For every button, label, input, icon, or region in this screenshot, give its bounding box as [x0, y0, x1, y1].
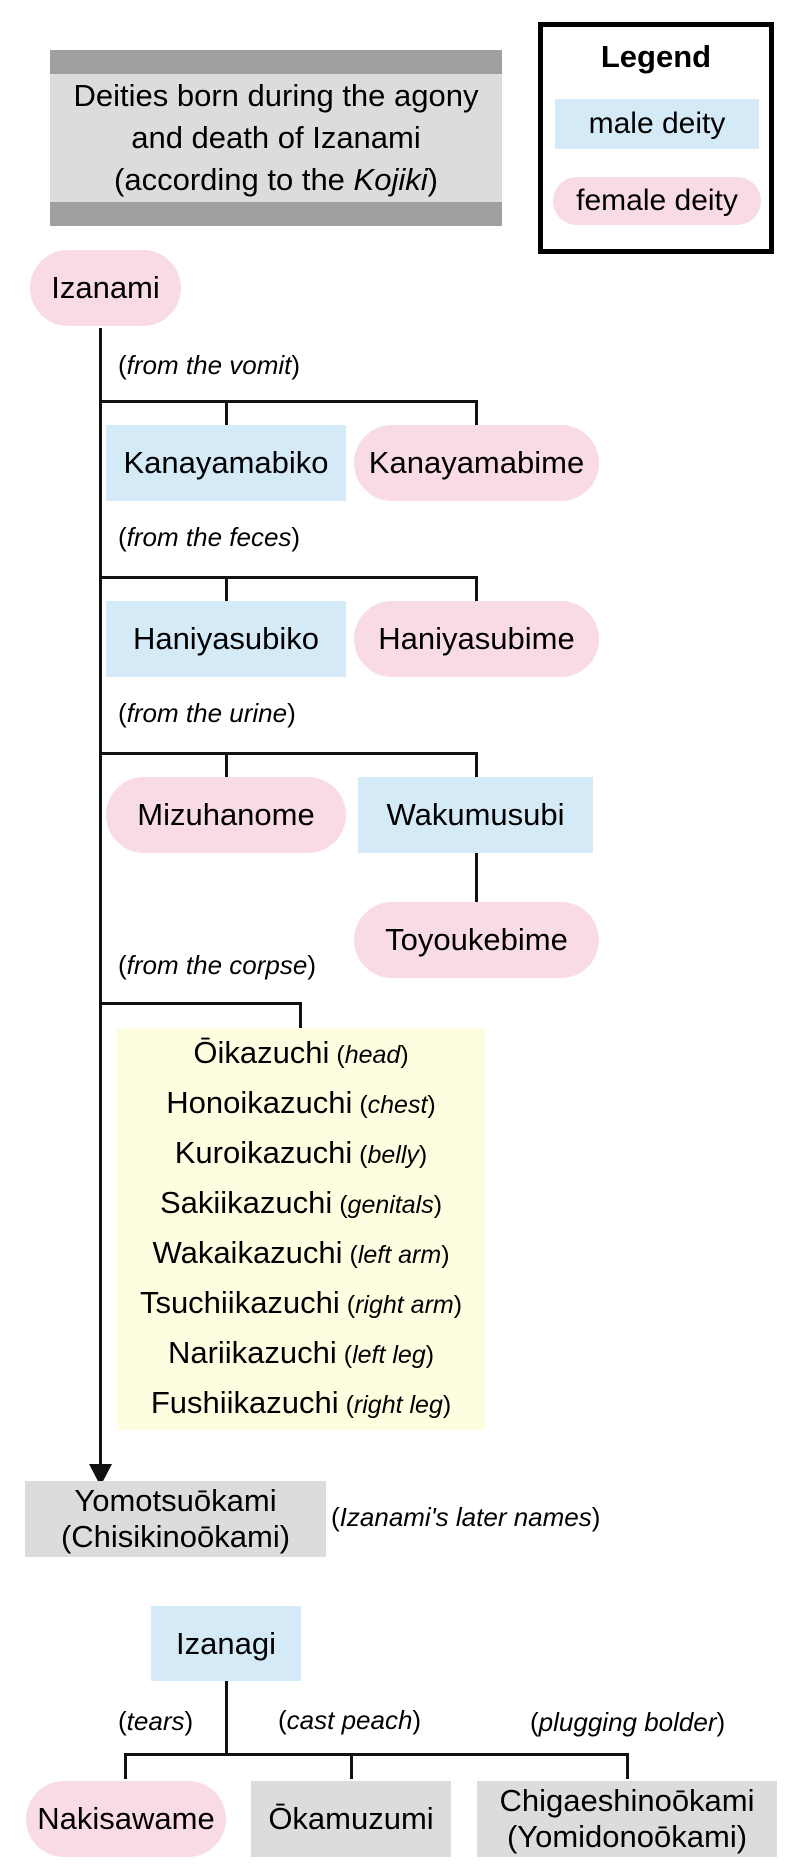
legend-title: Legend [600, 39, 712, 74]
node-toyoukebime: Toyoukebime [354, 902, 599, 978]
thunder-god-row: Tsuchiikazuchi (right arm) [139, 1285, 463, 1320]
title-line-1: Deities born during the agony [73, 78, 479, 113]
urine-branch-line [99, 752, 478, 755]
node-kanayamabiko: Kanayamabiko [106, 425, 346, 501]
note-cast-peach: (cast peach) [278, 1705, 422, 1735]
node-okamuzumi: Ōkamuzumi [251, 1781, 451, 1857]
node-izanami: Izanami [30, 250, 181, 326]
node-wakumusubi: Wakumusubi [358, 777, 593, 853]
vomit-drop-left [225, 400, 228, 425]
note-tears: (tears) [118, 1706, 194, 1736]
corpse-drop [299, 1002, 302, 1028]
note-izanami-later-names: (Izanami's later names) [331, 1502, 601, 1532]
note-from-feces: (from the feces) [118, 522, 301, 552]
izanagi-drop-right [626, 1753, 629, 1779]
thunder-gods-box: Ōikazuchi (head) Honoikazuchi (chest) Ku… [117, 1028, 485, 1430]
node-haniyasubime: Haniyasubime [354, 601, 599, 677]
vomit-branch-line [99, 400, 478, 403]
thunder-god-row: Kuroikazuchi (belly) [174, 1135, 428, 1170]
thunder-god-row: Sakiikazuchi (genitals) [159, 1185, 443, 1220]
node-kanayamabime: Kanayamabime [354, 425, 599, 501]
node-mizuhanome: Mizuhanome [106, 777, 346, 853]
thunder-god-row: Nariikazuchi (left leg) [167, 1335, 435, 1370]
node-izanagi: Izanagi [151, 1606, 301, 1681]
thunder-god-row: Ōikazuchi (head) [193, 1035, 409, 1070]
note-plugging-bolder: (plugging bolder) [530, 1707, 726, 1737]
feces-drop-left [225, 576, 228, 601]
feces-drop-right [475, 576, 478, 601]
izanagi-branch-line [124, 1753, 629, 1756]
izanagi-trunk-line [225, 1680, 228, 1756]
note-from-vomit: (from the vomit) [118, 350, 301, 380]
thunder-god-row: Fushiikazuchi (right leg) [150, 1385, 452, 1420]
note-from-corpse: (from the corpse) [118, 950, 316, 980]
legend-female-swatch: female deity [553, 177, 761, 225]
diagram-title: Deities born during the agony and death … [50, 50, 502, 226]
vomit-drop-right [475, 400, 478, 425]
legend-male-swatch: male deity [555, 99, 759, 149]
wakumusubi-child-line [475, 852, 478, 904]
node-haniyasubiko: Haniyasubiko [106, 601, 346, 677]
thunder-god-row: Honoikazuchi (chest) [166, 1085, 436, 1120]
legend: Legend male deity female deity [538, 22, 774, 254]
izanagi-drop-mid [350, 1753, 353, 1779]
node-nakisawame: Nakisawame [26, 1781, 226, 1857]
arrow-head-icon [89, 1464, 112, 1486]
note-from-urine: (from the urine) [118, 698, 296, 728]
title-line-2: and death of Izanami [131, 120, 421, 155]
urine-drop-right [475, 752, 478, 777]
izanagi-drop-left [124, 1753, 127, 1779]
node-chigaeshinookami: Chigaeshinoōkami (Yomidonoōkami) [477, 1781, 777, 1857]
corpse-branch-line [99, 1002, 302, 1005]
node-yomotsuokami: Yomotsuōkami (Chisikinoōkami) [25, 1481, 326, 1557]
trunk-line [99, 328, 102, 1472]
title-line-3: (according to the Kojiki) [114, 162, 438, 197]
thunder-god-row: Wakaikazuchi (left arm) [152, 1235, 450, 1270]
urine-drop-left [225, 752, 228, 777]
feces-branch-line [99, 576, 478, 579]
